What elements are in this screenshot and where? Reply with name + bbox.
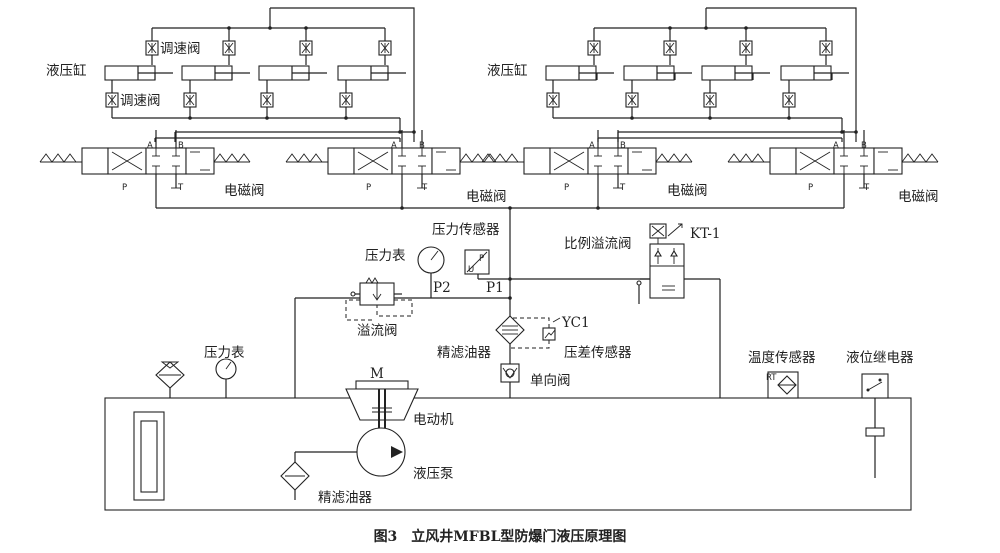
- rt-label: RT: [766, 373, 777, 383]
- port-p-label: P: [122, 183, 127, 193]
- check-valve-label: 单向阀: [530, 373, 571, 389]
- cylinder-symbol: [780, 65, 850, 81]
- speed-valve-symbol: [587, 40, 601, 56]
- fine-filter-label: 精滤油器: [318, 490, 372, 506]
- pressure-gauge-symbol: [417, 246, 445, 298]
- solenoid-valve-label: 电磁阀: [466, 189, 507, 205]
- cylinder-symbol: [181, 65, 251, 81]
- speed-valve-symbol: [546, 92, 560, 108]
- solenoid-valve-label: 电磁阀: [898, 189, 939, 205]
- temperature-sensor-symbol: [767, 371, 799, 399]
- figure-caption: 图3 立风井MFBL型防爆门液压原理图: [373, 529, 627, 545]
- proportional-relief-valve-label: 比例溢流阀: [564, 236, 632, 252]
- speed-valve-symbol: [299, 40, 313, 56]
- cylinder-symbol: [104, 65, 174, 81]
- p1-label: P1: [486, 280, 504, 296]
- speed-valve-symbol: [782, 92, 796, 108]
- diff-pressure-sensor-label: 压差传感器: [564, 344, 632, 361]
- port-a-label: A: [589, 141, 595, 151]
- fine-filter-label: 精滤油器: [437, 345, 491, 361]
- port-a-label: A: [147, 141, 153, 151]
- oil-tank: [104, 397, 912, 511]
- solenoid-valve-symbol: [727, 129, 939, 189]
- port-a-label: A: [391, 141, 397, 151]
- cylinder-label: 液压缸: [487, 62, 528, 79]
- pressure-gauge-symbol: [215, 358, 237, 398]
- pressure-manifold: [155, 188, 845, 398]
- pressure-gauge-label: 压力表: [204, 345, 245, 361]
- solenoid-valve-label: 电磁阀: [224, 183, 265, 199]
- fine-filter-symbol: [495, 315, 525, 364]
- hydraulic-pump-symbol: [294, 427, 406, 477]
- p2-label: P2: [433, 280, 451, 296]
- port-b-label: B: [861, 141, 867, 151]
- electric-motor-symbol: [345, 380, 419, 430]
- port-t-label: T: [863, 183, 870, 193]
- speed-valve-symbol: [222, 40, 236, 56]
- sensor-p-label: P: [479, 254, 484, 264]
- proportional-relief-valve-symbol: [636, 223, 685, 304]
- port-b-label: B: [178, 141, 184, 151]
- cylinder-symbol: [337, 65, 407, 81]
- speed-valve-symbol: [105, 92, 119, 108]
- diff-pressure-sensor-symbol: [510, 317, 561, 349]
- pump-label: 液压泵: [413, 466, 454, 482]
- kt1-label: KT-1: [690, 226, 721, 242]
- level-relay-symbol: [861, 373, 889, 478]
- solenoid-valve-symbol: [481, 129, 693, 189]
- sensor-u-label: U: [468, 265, 474, 275]
- speed-valve-symbol: [339, 92, 353, 108]
- port-p-label: P: [808, 183, 813, 193]
- cylinder-symbol: [701, 65, 771, 81]
- speed-valve-symbol: [739, 40, 753, 56]
- solenoid-valve-symbol: [285, 129, 497, 189]
- speed-valve-label: 调速阀: [120, 93, 161, 109]
- port-t-label: T: [619, 183, 626, 193]
- port-t-label: T: [421, 183, 428, 193]
- motor-label: 电动机: [413, 412, 454, 428]
- motor-symbol-label: M: [370, 366, 384, 382]
- fine-filter-symbol: [280, 461, 310, 500]
- speed-valve-symbol: [663, 40, 677, 56]
- yc1-label: YC1: [561, 315, 590, 331]
- air-breather-symbol: [155, 361, 185, 398]
- speed-valve-symbol: [145, 40, 159, 56]
- solenoid-valve-symbol: [39, 129, 251, 189]
- speed-valve-symbol: [703, 92, 717, 108]
- relief-valve-label: 溢流阀: [357, 323, 398, 339]
- pressure-sensor-label: 压力传感器: [432, 221, 500, 238]
- port-a-label: A: [833, 141, 839, 151]
- speed-valve-label: 调速阀: [160, 41, 201, 57]
- right-cylinder-group: [552, 7, 858, 142]
- speed-valve-symbol: [819, 40, 833, 56]
- level-relay-label: 液位继电器: [846, 350, 914, 366]
- temperature-sensor-label: 温度传感器: [748, 349, 816, 366]
- speed-valve-symbol: [183, 92, 197, 108]
- pressure-sensor-symbol: [464, 249, 490, 279]
- cylinder-symbol: [623, 65, 693, 81]
- speed-valve-symbol: [625, 92, 639, 108]
- speed-valve-symbol: [378, 40, 392, 56]
- speed-valve-symbol: [260, 92, 274, 108]
- port-p-label: P: [564, 183, 569, 193]
- port-b-label: B: [419, 141, 425, 151]
- port-b-label: B: [620, 141, 626, 151]
- relief-valve-symbol: [345, 277, 413, 321]
- cylinder-label: 液压缸: [46, 62, 87, 79]
- port-p-label: P: [366, 183, 371, 193]
- pressure-gauge-label: 压力表: [365, 248, 406, 264]
- solenoid-valve-label: 电磁阀: [667, 183, 708, 199]
- port-t-label: T: [177, 183, 184, 193]
- cylinder-symbol: [258, 65, 328, 81]
- cylinder-symbol: [545, 65, 615, 81]
